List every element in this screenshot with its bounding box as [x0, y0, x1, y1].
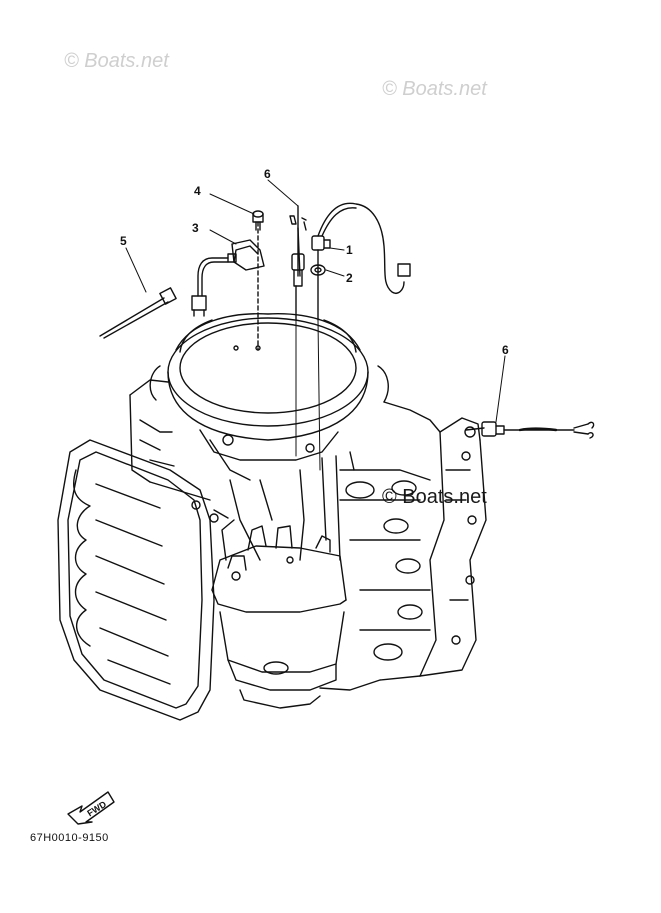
watermark: © Boats.net	[382, 78, 487, 100]
callout-4: 4	[194, 184, 201, 198]
part-4-screw	[252, 210, 264, 231]
part-1-fitting	[311, 202, 411, 321]
flywheel-cover	[149, 313, 389, 461]
watermark: © Boats.net	[382, 486, 487, 508]
fwd-arrow-icon: FWD	[67, 791, 115, 825]
watermark: © Boats.net	[64, 50, 169, 72]
mount-hole	[233, 345, 239, 351]
callout-leaders	[125, 179, 506, 423]
part-6-sensor-top	[289, 205, 307, 321]
hose-line	[317, 319, 321, 471]
callout-6-right: 6	[502, 343, 509, 357]
part-5-cable-tie	[99, 287, 177, 339]
engine-block	[129, 379, 487, 691]
part-3-thermoswitch-bracket	[191, 239, 265, 317]
silencer-cover	[57, 439, 215, 721]
part-6-sensor-right	[465, 421, 595, 439]
drawing-code: 67H0010-9150	[30, 832, 109, 844]
intake-manifold	[211, 525, 347, 709]
mount-hole	[255, 345, 261, 351]
callout-1: 1	[346, 243, 353, 257]
callout-3: 3	[192, 221, 199, 235]
callout-6-top: 6	[264, 167, 271, 181]
part-2-washer	[310, 264, 326, 276]
callout-2: 2	[346, 271, 353, 285]
callout-5: 5	[120, 234, 127, 248]
